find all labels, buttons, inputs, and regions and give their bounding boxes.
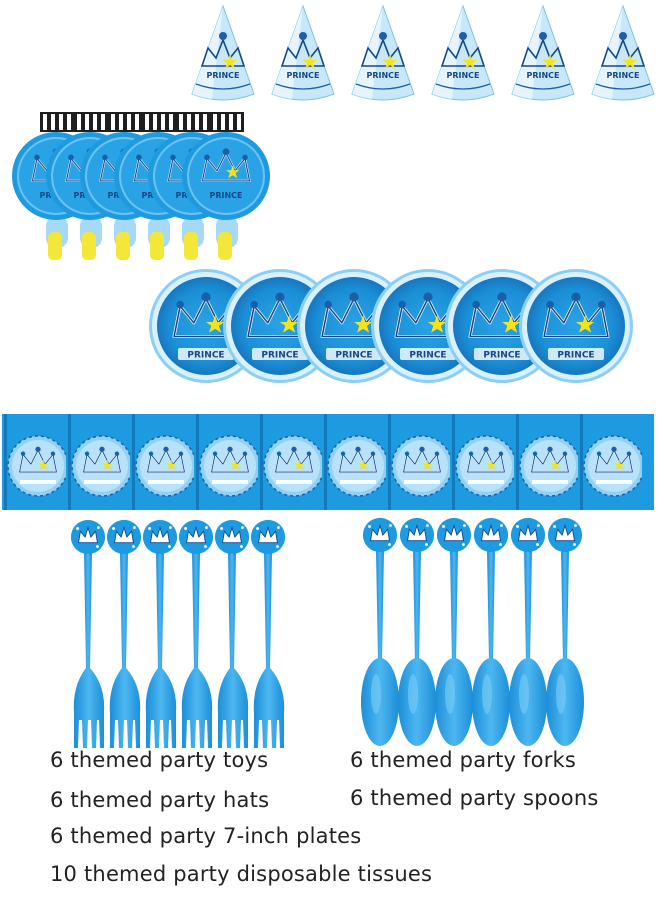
svg-text:PRINCE: PRINCE xyxy=(526,71,559,80)
party-hat: PRINCE xyxy=(348,4,418,104)
party-plate: PRINCE xyxy=(518,268,634,384)
party-napkin xyxy=(580,414,645,510)
party-spoon xyxy=(471,516,511,750)
svg-text:PRINCE: PRINCE xyxy=(261,351,298,361)
party-fork xyxy=(68,518,108,750)
party-blower-toy: PRINCE xyxy=(180,112,272,262)
caption-spoons: 6 themed party spoons xyxy=(350,786,599,810)
party-fork xyxy=(248,518,288,750)
svg-text:PRINCE: PRINCE xyxy=(409,351,446,361)
party-fork xyxy=(104,518,144,750)
party-hat: PRINCE xyxy=(268,4,338,104)
party-fork xyxy=(212,518,252,750)
party-hat: PRINCE xyxy=(508,4,578,104)
party-napkin xyxy=(452,414,517,510)
svg-text:PRINCE: PRINCE xyxy=(335,351,372,361)
svg-text:PRINCE: PRINCE xyxy=(366,71,399,80)
svg-text:PRINCE: PRINCE xyxy=(606,71,639,80)
party-spoon xyxy=(508,516,548,750)
caption-tissues: 10 themed party disposable tissues xyxy=(50,862,433,886)
caption-toys: 6 themed party toys xyxy=(50,748,269,772)
caption-plates: 6 themed party 7-inch plates xyxy=(50,824,362,848)
svg-text:PRINCE: PRINCE xyxy=(446,71,479,80)
party-spoon xyxy=(397,516,437,750)
party-napkin xyxy=(68,414,133,510)
party-fork xyxy=(176,518,216,750)
party-fork xyxy=(140,518,180,750)
party-hat: PRINCE xyxy=(428,4,498,104)
svg-text:PRINCE: PRINCE xyxy=(483,351,520,361)
party-napkin xyxy=(388,414,453,510)
party-napkin xyxy=(4,414,69,510)
party-hat: PRINCE xyxy=(588,4,658,104)
caption-hats: 6 themed party hats xyxy=(50,788,270,812)
party-napkin xyxy=(132,414,197,510)
caption-forks: 6 themed party forks xyxy=(350,748,577,772)
svg-text:PRINCE: PRINCE xyxy=(187,351,224,361)
party-hat: PRINCE xyxy=(188,4,258,104)
party-napkin xyxy=(196,414,261,510)
party-napkin xyxy=(516,414,581,510)
party-spoon xyxy=(434,516,474,750)
party-napkin xyxy=(260,414,325,510)
party-spoon xyxy=(545,516,585,750)
svg-text:PRINCE: PRINCE xyxy=(286,71,319,80)
svg-text:PRINCE: PRINCE xyxy=(209,191,242,200)
svg-text:PRINCE: PRINCE xyxy=(557,351,594,361)
svg-text:PRINCE: PRINCE xyxy=(206,71,239,80)
party-napkin xyxy=(324,414,389,510)
party-spoon xyxy=(360,516,400,750)
